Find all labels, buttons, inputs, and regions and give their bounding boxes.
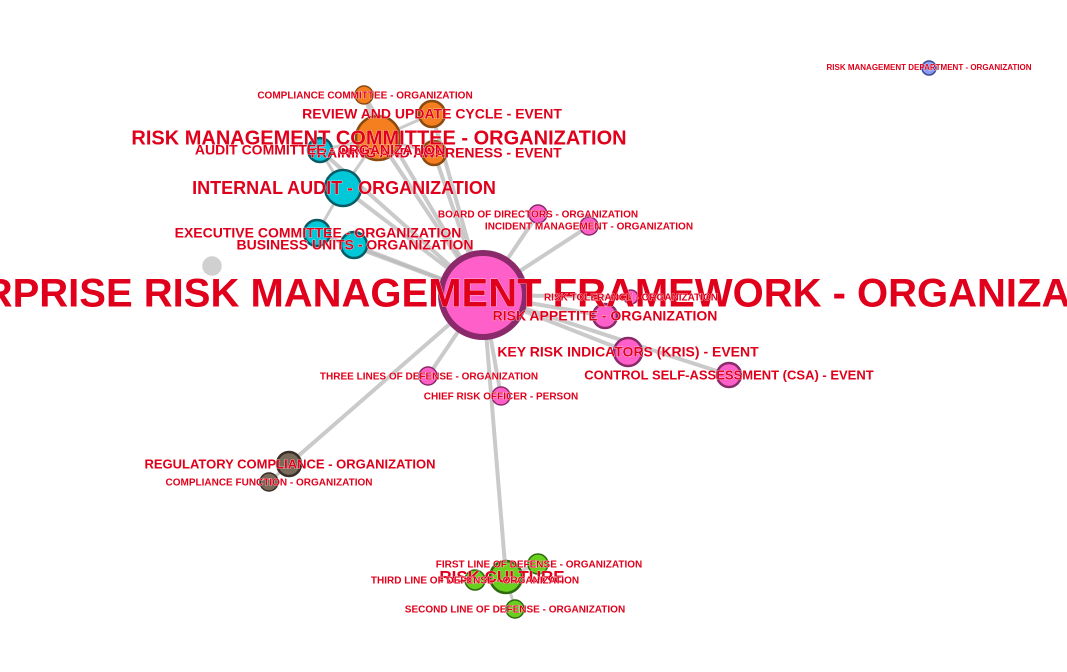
label-third: THIRD LINE OF DEFENSE - ORGANIZATION — [371, 576, 579, 587]
label-incident: INCIDENT MANAGEMENT - ORGANIZATION — [485, 222, 693, 233]
label-rmd: RISK MANAGEMENT DEPARTMENT - ORGANIZATIO… — [826, 63, 1031, 72]
node-rmd[interactable] — [921, 60, 937, 76]
node-first[interactable] — [527, 553, 549, 575]
node-tolerance[interactable] — [623, 289, 639, 305]
node-csa[interactable] — [715, 361, 743, 389]
label-kri: KEY RISK INDICATORS (KRIS) - EVENT — [497, 344, 759, 360]
node-tlod[interactable] — [418, 366, 438, 386]
label-exec: EXECUTIVE COMMITTEE - ORGANIZATION — [175, 225, 462, 241]
node-compfunc[interactable] — [259, 472, 279, 492]
node-training[interactable] — [420, 139, 448, 167]
label-second: SECOND LINE OF DEFENSE - ORGANIZATION — [405, 605, 625, 616]
node-auditcomm[interactable] — [306, 136, 334, 164]
label-erm: ENTERPRISE RISK MANAGEMENT FRAMEWORK - O… — [0, 272, 1067, 316]
label-review: REVIEW AND UPDATE CYCLE - EVENT — [302, 106, 562, 122]
label-auditcomm: AUDIT COMMITTEE - ORGANIZATION — [195, 142, 445, 158]
graph-nodes — [202, 60, 937, 619]
label-bod: BOARD OF DIRECTORS - ORGANIZATION — [438, 210, 638, 221]
node-review[interactable] — [417, 99, 447, 129]
label-compcomm: COMPLIANCE COMMITTEE - ORGANIZATION — [257, 91, 472, 102]
node-isolated[interactable] — [202, 256, 222, 276]
node-exec[interactable] — [302, 218, 332, 248]
node-culture[interactable] — [488, 559, 524, 595]
node-regcomp[interactable] — [275, 450, 303, 478]
node-third[interactable] — [464, 569, 486, 591]
label-tlod: THREE LINES OF DEFENSE - ORGANIZATION — [320, 372, 538, 383]
label-regcomp: REGULATORY COMPLIANCE - ORGANIZATION — [144, 456, 435, 471]
label-csa: CONTROL SELF-ASSESSMENT (CSA) - EVENT — [584, 367, 873, 382]
label-rmc: RISK MANAGEMENT COMMITTEE - ORGANIZATION — [131, 127, 626, 149]
node-erm[interactable] — [438, 250, 528, 340]
node-bu[interactable] — [339, 230, 369, 260]
label-appetite: RISK APPETITE - ORGANIZATION — [493, 308, 718, 324]
label-culture: RISK CULTURE — [439, 567, 564, 586]
graph-labels: ENTERPRISE RISK MANAGEMENT FRAMEWORK - O… — [0, 63, 1067, 616]
label-bu: BUSINESS UNITS - ORGANIZATION — [237, 237, 474, 253]
node-appetite[interactable] — [591, 302, 619, 330]
label-training: TRAINING AND AWARENESS - EVENT — [308, 145, 562, 161]
node-cro[interactable] — [491, 386, 511, 406]
node-rmc[interactable] — [354, 114, 402, 162]
label-cro: CHIEF RISK OFFICER - PERSON — [424, 392, 578, 403]
label-compfunc: COMPLIANCE FUNCTION - ORGANIZATION — [165, 478, 372, 489]
node-kri[interactable] — [612, 336, 644, 368]
node-incident[interactable] — [579, 216, 599, 236]
node-bod[interactable] — [528, 204, 548, 224]
label-first: FIRST LINE OF DEFENSE - ORGANIZATION — [436, 560, 642, 571]
label-tolerance: RISK TOLERANCE - ORGANIZATION — [544, 293, 718, 304]
node-second[interactable] — [505, 599, 525, 619]
edge-erm-culture — [481, 293, 508, 579]
label-ia: INTERNAL AUDIT - ORGANIZATION — [192, 178, 496, 198]
node-compcomm[interactable] — [354, 85, 374, 105]
node-ia[interactable] — [323, 168, 363, 208]
